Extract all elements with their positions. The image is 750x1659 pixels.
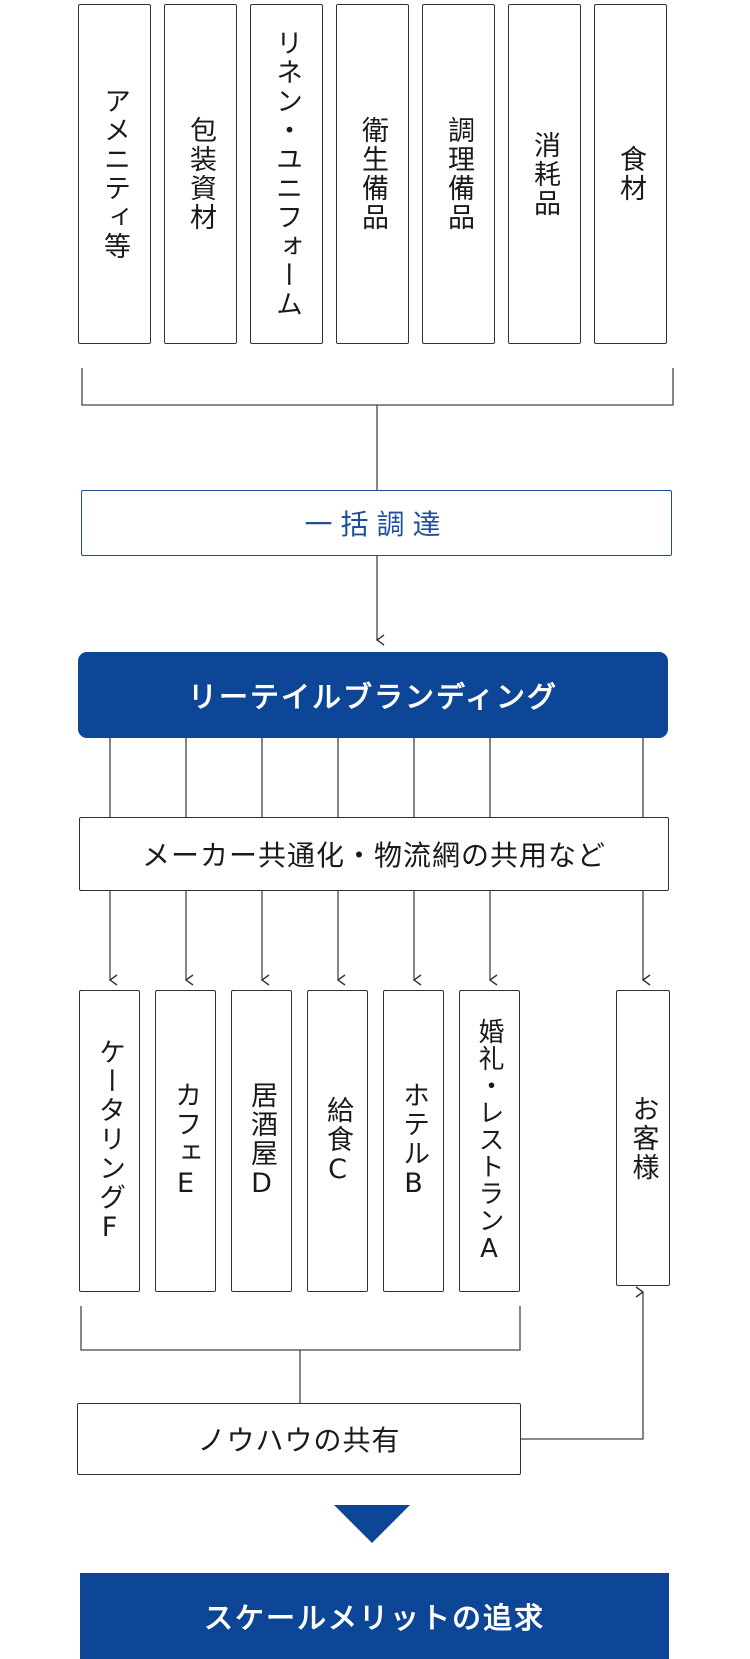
- outlet-label: ケータリングF: [94, 1037, 125, 1245]
- outlet-school-lunch-c: 給食C: [307, 990, 368, 1292]
- outlet-cafe-e: カフェE: [155, 990, 216, 1292]
- knowhow-to-customers-arrow: [521, 1292, 643, 1440]
- outlet-label: 給食C: [322, 1095, 353, 1187]
- outlet-label: 婚礼・レストランA: [474, 1017, 504, 1265]
- down-triangle-icon: [334, 1505, 410, 1543]
- shared-infrastructure-box: メーカー共通化・物流網の共用など: [79, 817, 669, 891]
- outlet-label: 居酒屋D: [246, 1081, 277, 1201]
- outlet-hotel-b: ホテルB: [383, 990, 444, 1292]
- shared-infrastructure-label: メーカー共通化・物流網の共用など: [141, 839, 606, 872]
- bottom-bracket: [80, 1306, 521, 1351]
- top-item-label: リネン・ユニフォーム: [271, 29, 302, 319]
- outlet-catering-f: ケータリングF: [79, 990, 140, 1292]
- customers-label: お客様: [627, 1094, 659, 1182]
- knowhow-sharing-box: ノウハウの共有: [77, 1403, 521, 1475]
- top-item-cooking: 調理備品: [422, 4, 495, 344]
- scale-merit-label: スケールメリットの追求: [203, 1601, 545, 1635]
- bulk-procurement-label: 一括調達: [304, 508, 449, 541]
- top-bracket: [81, 368, 674, 406]
- top-item-label: 衛生備品: [357, 116, 388, 232]
- top-item-linen-uniform: リネン・ユニフォーム: [250, 4, 323, 344]
- knowhow-sharing-label: ノウハウの共有: [197, 1424, 401, 1457]
- top-item-amenity: アメニティ等: [78, 4, 151, 344]
- retail-branding-label: リーテイルブランディング: [188, 680, 558, 714]
- top-item-consumables: 消耗品: [508, 4, 581, 344]
- bulk-procurement-box: 一括調達: [81, 490, 672, 556]
- top-item-label: 包装資材: [185, 116, 216, 232]
- outlet-label: ホテルB: [398, 1081, 429, 1201]
- outlet-wedding-restaurant-a: 婚礼・レストランA: [459, 990, 520, 1292]
- top-item-label: 消耗品: [529, 130, 560, 218]
- customers-box: お客様: [616, 990, 670, 1286]
- top-item-food: 食材: [594, 4, 667, 344]
- top-item-packaging: 包装資材: [164, 4, 237, 344]
- outlet-label: カフェE: [170, 1081, 201, 1201]
- scale-merit-box: スケールメリットの追求: [80, 1573, 669, 1659]
- top-item-sanitary: 衛生備品: [336, 4, 409, 344]
- outlet-izakaya-d: 居酒屋D: [231, 990, 292, 1292]
- retail-branding-box: リーテイルブランディング: [78, 652, 668, 738]
- top-item-label: アメニティ等: [99, 87, 130, 261]
- top-item-label: 食材: [615, 145, 646, 203]
- top-item-label: 調理備品: [443, 116, 474, 232]
